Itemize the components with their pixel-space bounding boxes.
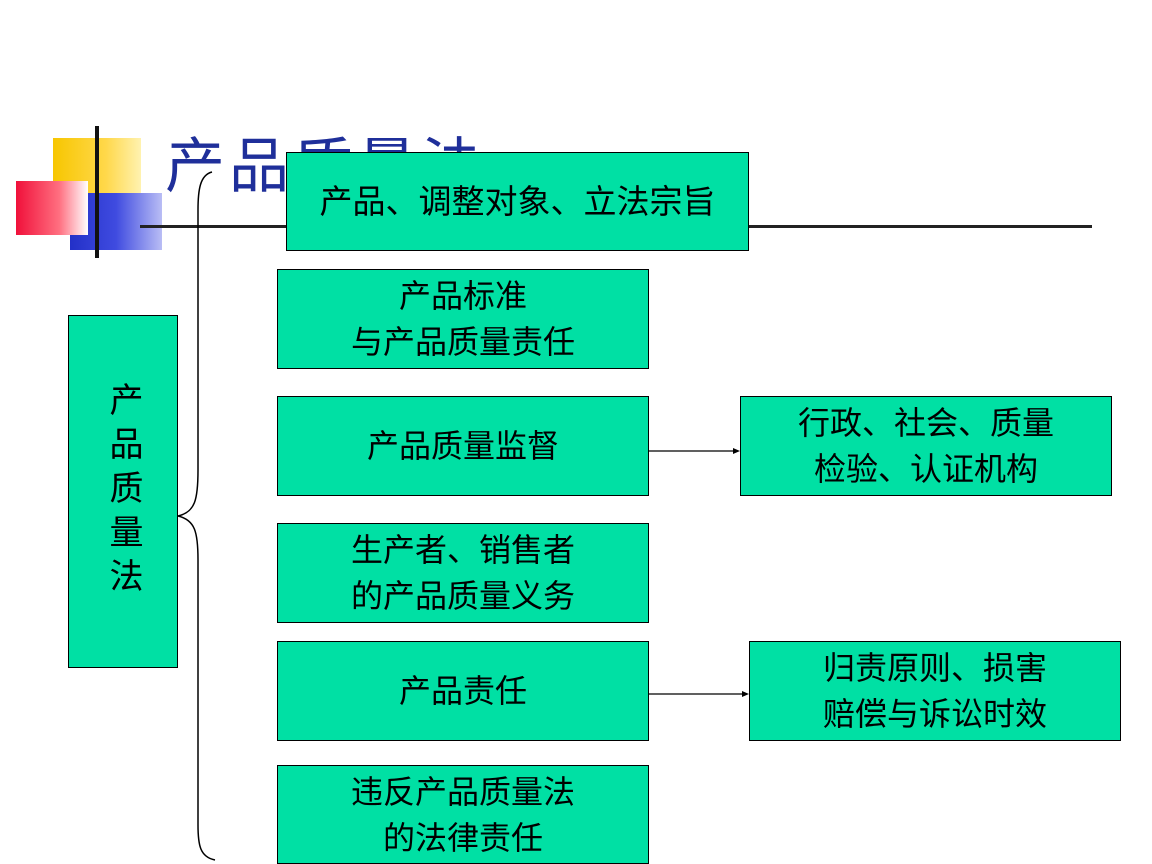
branch-box-3: 产品质量监督: [277, 396, 649, 496]
branch-box-1: 产品、调整对象、立法宗旨: [286, 152, 749, 251]
branch-label-5: 产品责任: [398, 672, 527, 710]
branch-box-4: 生产者、销售者 的产品质量义务: [277, 523, 649, 623]
branch-label-4: 生产者、销售者 的产品质量义务: [350, 531, 575, 615]
arrow-head-supervision: [733, 448, 740, 454]
branch-label-6: 违反产品质量法 的法律责任: [350, 772, 575, 857]
branch-box-5: 产品责任: [277, 641, 649, 741]
branch-label-2: 产品标准 与产品质量责任: [350, 277, 575, 361]
detail-label-supervision: 行政、社会、质量 检验、认证机构: [797, 404, 1054, 488]
vertical-bar: [95, 126, 99, 258]
branch-label-1: 产品、调整对象、立法宗旨: [319, 181, 716, 221]
root-box: 产品质量法: [68, 315, 178, 668]
branch-box-6: 违反产品质量法 的法律责任: [277, 765, 649, 864]
root-label: 产品质量法: [103, 381, 143, 602]
detail-box-supervision: 行政、社会、质量 检验、认证机构: [740, 396, 1112, 496]
detail-label-liability: 归责原则、损害 赔偿与诉讼时效: [822, 649, 1047, 733]
detail-box-liability: 归责原则、损害 赔偿与诉讼时效: [749, 641, 1121, 741]
branch-box-2: 产品标准 与产品质量责任: [277, 269, 649, 369]
arrow-head-liability: [742, 691, 749, 697]
brace-path: [177, 171, 216, 861]
branch-label-3: 产品质量监督: [366, 427, 559, 465]
red-square: [16, 181, 88, 235]
